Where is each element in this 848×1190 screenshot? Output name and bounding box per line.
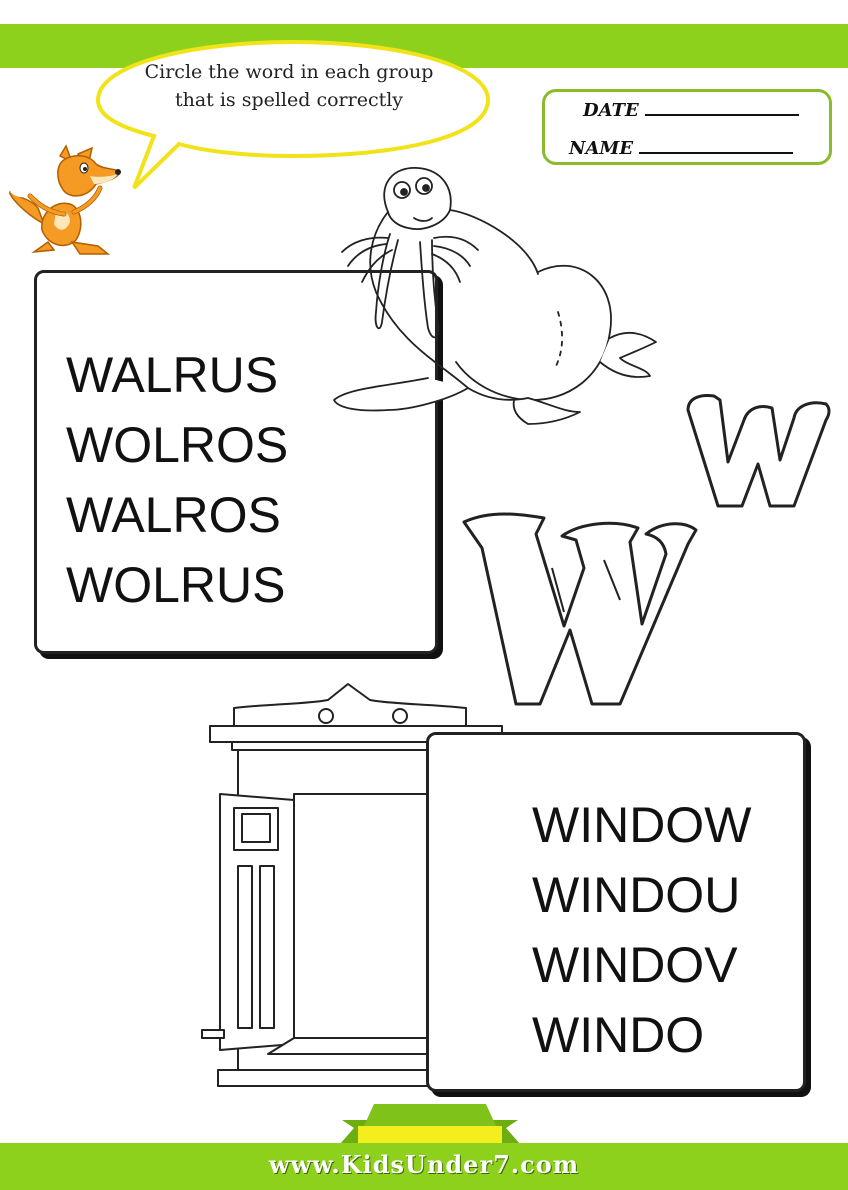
site-url[interactable]: www.KidsUnder7.com: [268, 1150, 580, 1179]
date-name-box: DATE NAME: [542, 89, 832, 165]
word-option[interactable]: WINDO: [532, 1007, 705, 1063]
letter-w-uppercase-icon: [462, 512, 698, 706]
word-option[interactable]: WALROS: [66, 487, 281, 543]
word-option[interactable]: WOLRUS: [66, 557, 286, 613]
ribbon-decoration: [340, 1104, 520, 1144]
word-option[interactable]: WOLROS: [66, 417, 289, 473]
word-option[interactable]: WALRUS: [66, 347, 279, 403]
walrus-word-box: [34, 270, 438, 654]
word-option[interactable]: WINDOW: [532, 797, 752, 853]
name-line: [639, 138, 794, 154]
date-label: DATE: [583, 100, 639, 121]
walrus-word-list: WALRUS WOLROS WALROS WOLRUS: [66, 340, 288, 620]
speech-bubble: [95, 39, 491, 190]
fox-mascot-icon: [9, 144, 121, 255]
letter-w-lowercase-icon: [686, 394, 831, 508]
date-field[interactable]: DATE: [583, 100, 799, 121]
walrus-icon: [333, 167, 657, 425]
word-option[interactable]: WINDOV: [532, 937, 738, 993]
instructions-line-2: that is spelled correctly: [174, 89, 404, 111]
window-word-box: [426, 732, 806, 1092]
instructions-line-1: Circle the word in each group: [144, 61, 434, 83]
window-word-list: WINDOW WINDOU WINDOV WINDO: [532, 790, 751, 1070]
name-field[interactable]: NAME: [569, 138, 794, 159]
instructions-text: Circle the word in each group that is sp…: [104, 58, 474, 114]
date-line: [644, 100, 799, 116]
word-option[interactable]: WINDOU: [532, 867, 741, 923]
name-label: NAME: [569, 138, 634, 159]
bottom-band: [0, 1143, 848, 1190]
